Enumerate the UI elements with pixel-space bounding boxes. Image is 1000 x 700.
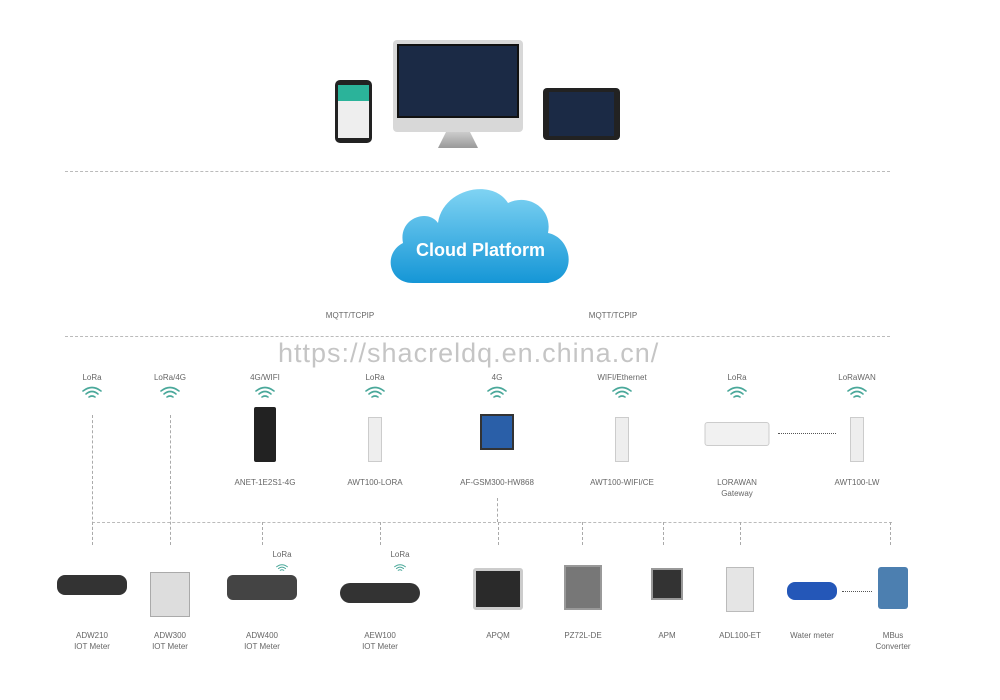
wifi-icon — [364, 386, 386, 400]
meter-name-line2: Converter — [875, 642, 911, 651]
gateway-protocol-label: LoRaWAN — [838, 373, 876, 382]
gateway-protocol-label: LoRa — [727, 373, 747, 382]
meter-name-line2: IOT Meter — [362, 642, 398, 651]
gateway-protocol-label: 4G — [491, 373, 503, 382]
connector — [582, 522, 583, 545]
wifi-icon — [846, 386, 868, 400]
wifi-icon — [611, 386, 633, 400]
meter-name: ADL100-ET — [719, 631, 761, 640]
gateway-protocol-label: WIFI/Ethernet — [597, 373, 647, 382]
cloud-icon — [390, 189, 569, 283]
meter-name: PZ72L-DE — [564, 631, 602, 640]
meter-name-line2: IOT Meter — [152, 642, 188, 651]
gateway-name-line2: Gateway — [721, 489, 753, 498]
device-bus — [92, 522, 892, 523]
watermark: https://shacreldq.en.china.cn/ — [278, 338, 660, 368]
gateway-protocol-label: LoRa — [82, 373, 102, 382]
gateway-protocol-label: LoRa — [365, 373, 385, 382]
meter-name: ADW400 — [245, 631, 279, 640]
lorawan-link — [778, 433, 836, 434]
meter-device — [340, 583, 420, 603]
connector — [170, 415, 171, 545]
wifi-icon — [254, 386, 276, 400]
meter-device — [878, 567, 908, 609]
meter-name: Water meter — [790, 631, 834, 640]
smartphone — [335, 80, 372, 143]
gateway-device — [704, 422, 770, 446]
gateway-device — [480, 414, 514, 450]
connector — [663, 522, 664, 545]
meter-protocol-label: LoRa — [272, 550, 292, 559]
protocol-label: MQTT/TCPIP — [325, 311, 375, 320]
gateway-device — [615, 417, 629, 462]
gateway-device — [850, 417, 864, 462]
gateway-protocol-label: LoRa/4G — [153, 373, 187, 382]
meter-name: ADW210 — [75, 631, 109, 640]
meter-name-line2: IOT Meter — [74, 642, 110, 651]
meter-device — [651, 568, 683, 600]
meter-device — [227, 575, 297, 600]
gateway-name: AF-GSM300-HW868 — [460, 478, 534, 487]
connector — [498, 522, 499, 545]
meter-device — [787, 582, 837, 600]
gateway-device — [368, 417, 382, 462]
connector — [92, 415, 93, 545]
connector — [890, 522, 891, 545]
monitor-stand — [438, 132, 478, 148]
divider-middle — [65, 336, 890, 337]
gateway-protocol-label: 4G/WIFI — [250, 373, 280, 382]
meter-name-line2: IOT Meter — [244, 642, 280, 651]
gateway-name: AWT100-LW — [834, 478, 880, 487]
meter-device — [473, 568, 523, 610]
connector — [380, 522, 381, 545]
water-mbus-link — [842, 591, 872, 592]
protocol-label: MQTT/TCPIP — [588, 311, 638, 320]
meter-device — [564, 565, 602, 610]
meter-name: ADW300 — [153, 631, 187, 640]
meter-name: APM — [658, 631, 676, 640]
desktop-monitor — [393, 40, 523, 132]
wifi-icon — [159, 386, 181, 400]
meter-device — [726, 567, 754, 612]
gateway-name: LORAWAN — [717, 478, 757, 487]
cloud-platform-label: Cloud Platform — [416, 240, 545, 260]
gateway-name: ANET-1E2S1-4G — [234, 478, 296, 487]
connector — [262, 522, 263, 545]
connector — [92, 522, 93, 545]
meter-device — [57, 575, 127, 595]
tablet — [543, 88, 620, 140]
wifi-icon — [275, 564, 288, 572]
gateway-name: AWT100-WIFI/CE — [590, 478, 654, 487]
connector — [740, 522, 741, 545]
meter-name: AEW100 — [364, 631, 396, 640]
wifi-icon — [486, 386, 508, 400]
wifi-icon — [393, 564, 406, 572]
divider-top — [65, 171, 890, 172]
meter-name: APQM — [486, 631, 510, 640]
wifi-icon — [81, 386, 103, 400]
meter-protocol-label: LoRa — [390, 550, 410, 559]
gateway-name: AWT100-LORA — [347, 478, 403, 487]
meter-name: MBus — [882, 631, 904, 640]
connector — [497, 498, 498, 522]
wifi-icon — [726, 386, 748, 400]
meter-device — [150, 572, 190, 617]
gateway-device — [254, 407, 276, 462]
